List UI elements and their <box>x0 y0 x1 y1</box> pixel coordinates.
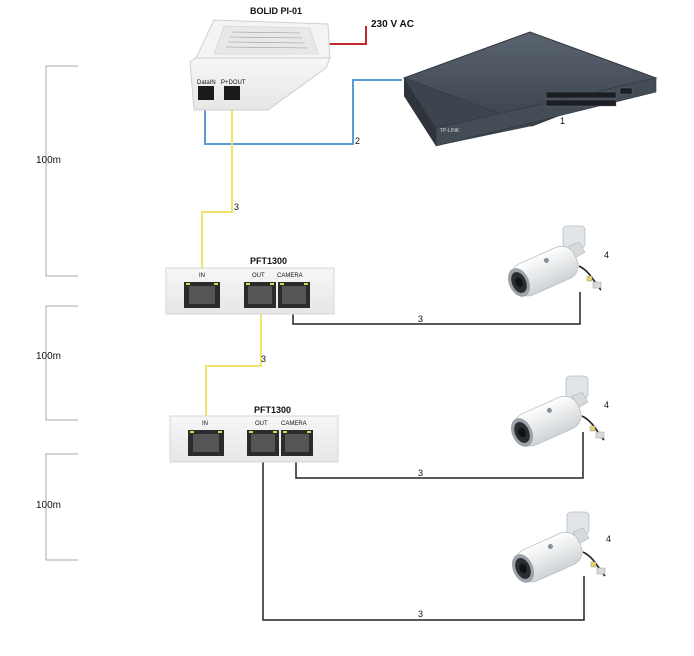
cable-3-label-2: 3 <box>261 354 266 364</box>
extender-1: PFT1300 IN OUT CAMERA <box>165 256 335 315</box>
extender-2-camera-label: CAMERA <box>281 421 307 427</box>
camera-3 <box>512 511 606 583</box>
cable-3-label-4: 3 <box>418 468 423 478</box>
extender-1-port-camera <box>278 282 310 308</box>
distance-label-2: 100m <box>36 351 61 362</box>
extender-1-port-in <box>184 282 220 308</box>
extender-2-title: PFT1300 <box>254 405 291 415</box>
cable-3-yellow-1 <box>201 108 233 270</box>
extender-1-out-label: OUT <box>252 273 265 279</box>
cable-2-label: 2 <box>355 136 360 146</box>
extender-1-camera-label: CAMERA <box>277 273 303 279</box>
distance-label-1: 100m <box>36 155 61 166</box>
extender-2: PFT1300 IN OUT CAMERA <box>169 405 339 463</box>
camera-2 <box>511 375 605 447</box>
injector-port-pinout-label: P+DOUT <box>221 80 246 86</box>
injector-port-pinout <box>224 86 240 100</box>
switch-ports <box>545 87 633 107</box>
cable-3-camera-1 <box>292 292 581 325</box>
distance-bracket-3 <box>45 453 78 561</box>
cable-3-label-3: 3 <box>418 314 423 324</box>
extender-1-port-out <box>244 282 276 308</box>
injector-title: BOLID PI-01 <box>250 6 302 16</box>
cable-3-label-5: 3 <box>418 609 423 619</box>
switch-brand: TP-LINK <box>440 128 460 134</box>
cable-3-yellow-2 <box>205 312 262 420</box>
camera-2-label: 4 <box>604 400 609 410</box>
distance-bracket-1 <box>45 65 78 277</box>
cable-3-camera-3 <box>262 456 585 621</box>
network-switch: TP-LINK 1 <box>402 31 658 147</box>
cable-3-camera-2 <box>295 432 584 479</box>
extender-2-port-camera <box>281 430 313 456</box>
cable-3-label-1: 3 <box>234 202 239 212</box>
injector-port-datain <box>198 86 214 100</box>
camera-1-label: 4 <box>604 250 609 260</box>
camera-3-label: 4 <box>606 534 611 544</box>
extender-2-port-out <box>247 430 279 456</box>
extender-2-out-label: OUT <box>255 421 268 427</box>
extender-2-port-in <box>188 430 224 456</box>
distance-bracket-2 <box>45 305 78 421</box>
power-cable <box>328 26 367 45</box>
extender-1-title: PFT1300 <box>250 256 287 266</box>
power-label: 230 V AC <box>371 19 414 30</box>
camera-1 <box>508 225 602 297</box>
extender-2-in-label: IN <box>202 421 208 427</box>
poe-injector: BOLID PI-01 DataIN P+DOUT <box>189 6 331 111</box>
switch-id-label: 1 <box>560 116 565 126</box>
cable-2 <box>204 79 402 145</box>
distance-label-3: 100m <box>36 500 61 511</box>
injector-port-datain-label: DataIN <box>197 80 216 86</box>
extender-1-in-label: IN <box>199 273 205 279</box>
